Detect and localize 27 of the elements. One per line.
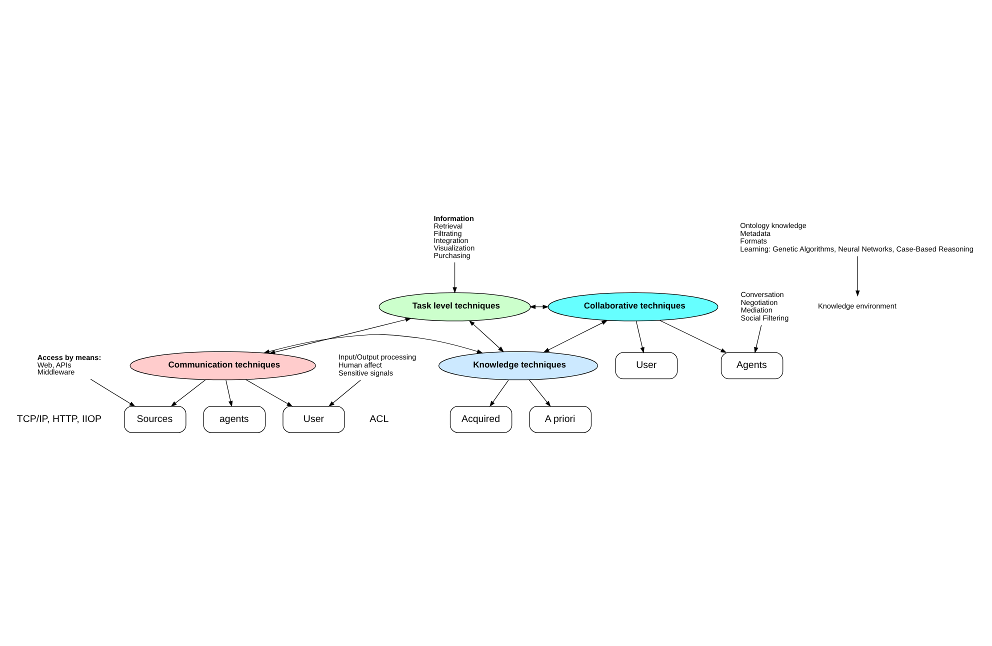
arrow <box>528 380 551 407</box>
node-ellipse: Knowledge techniques <box>438 351 598 380</box>
node-box: agents <box>203 406 266 433</box>
arrow <box>246 379 293 407</box>
arrow <box>659 320 727 353</box>
node-box: A priori <box>529 406 592 433</box>
node-box: Acquired <box>450 406 512 433</box>
arrow <box>489 380 509 407</box>
arrow <box>263 334 484 354</box>
node-box: User <box>282 406 345 433</box>
label: TCP/IP, HTTP, IIOP <box>16 414 102 425</box>
node-box: Sources <box>124 406 186 433</box>
arrow <box>90 378 136 407</box>
arrow <box>268 318 412 354</box>
arrow <box>754 324 762 354</box>
arrow <box>452 262 457 294</box>
arrow <box>636 320 644 354</box>
arrow <box>170 380 206 407</box>
arrow <box>328 380 361 407</box>
arrow <box>468 320 504 352</box>
node-box: User <box>615 352 678 380</box>
arrow <box>543 320 608 353</box>
label: ACL <box>370 414 389 425</box>
node-ellipse: Collaborative techniques <box>548 292 718 322</box>
arrow <box>856 256 860 297</box>
node-box: Agents <box>720 352 784 380</box>
arrow <box>226 380 233 408</box>
